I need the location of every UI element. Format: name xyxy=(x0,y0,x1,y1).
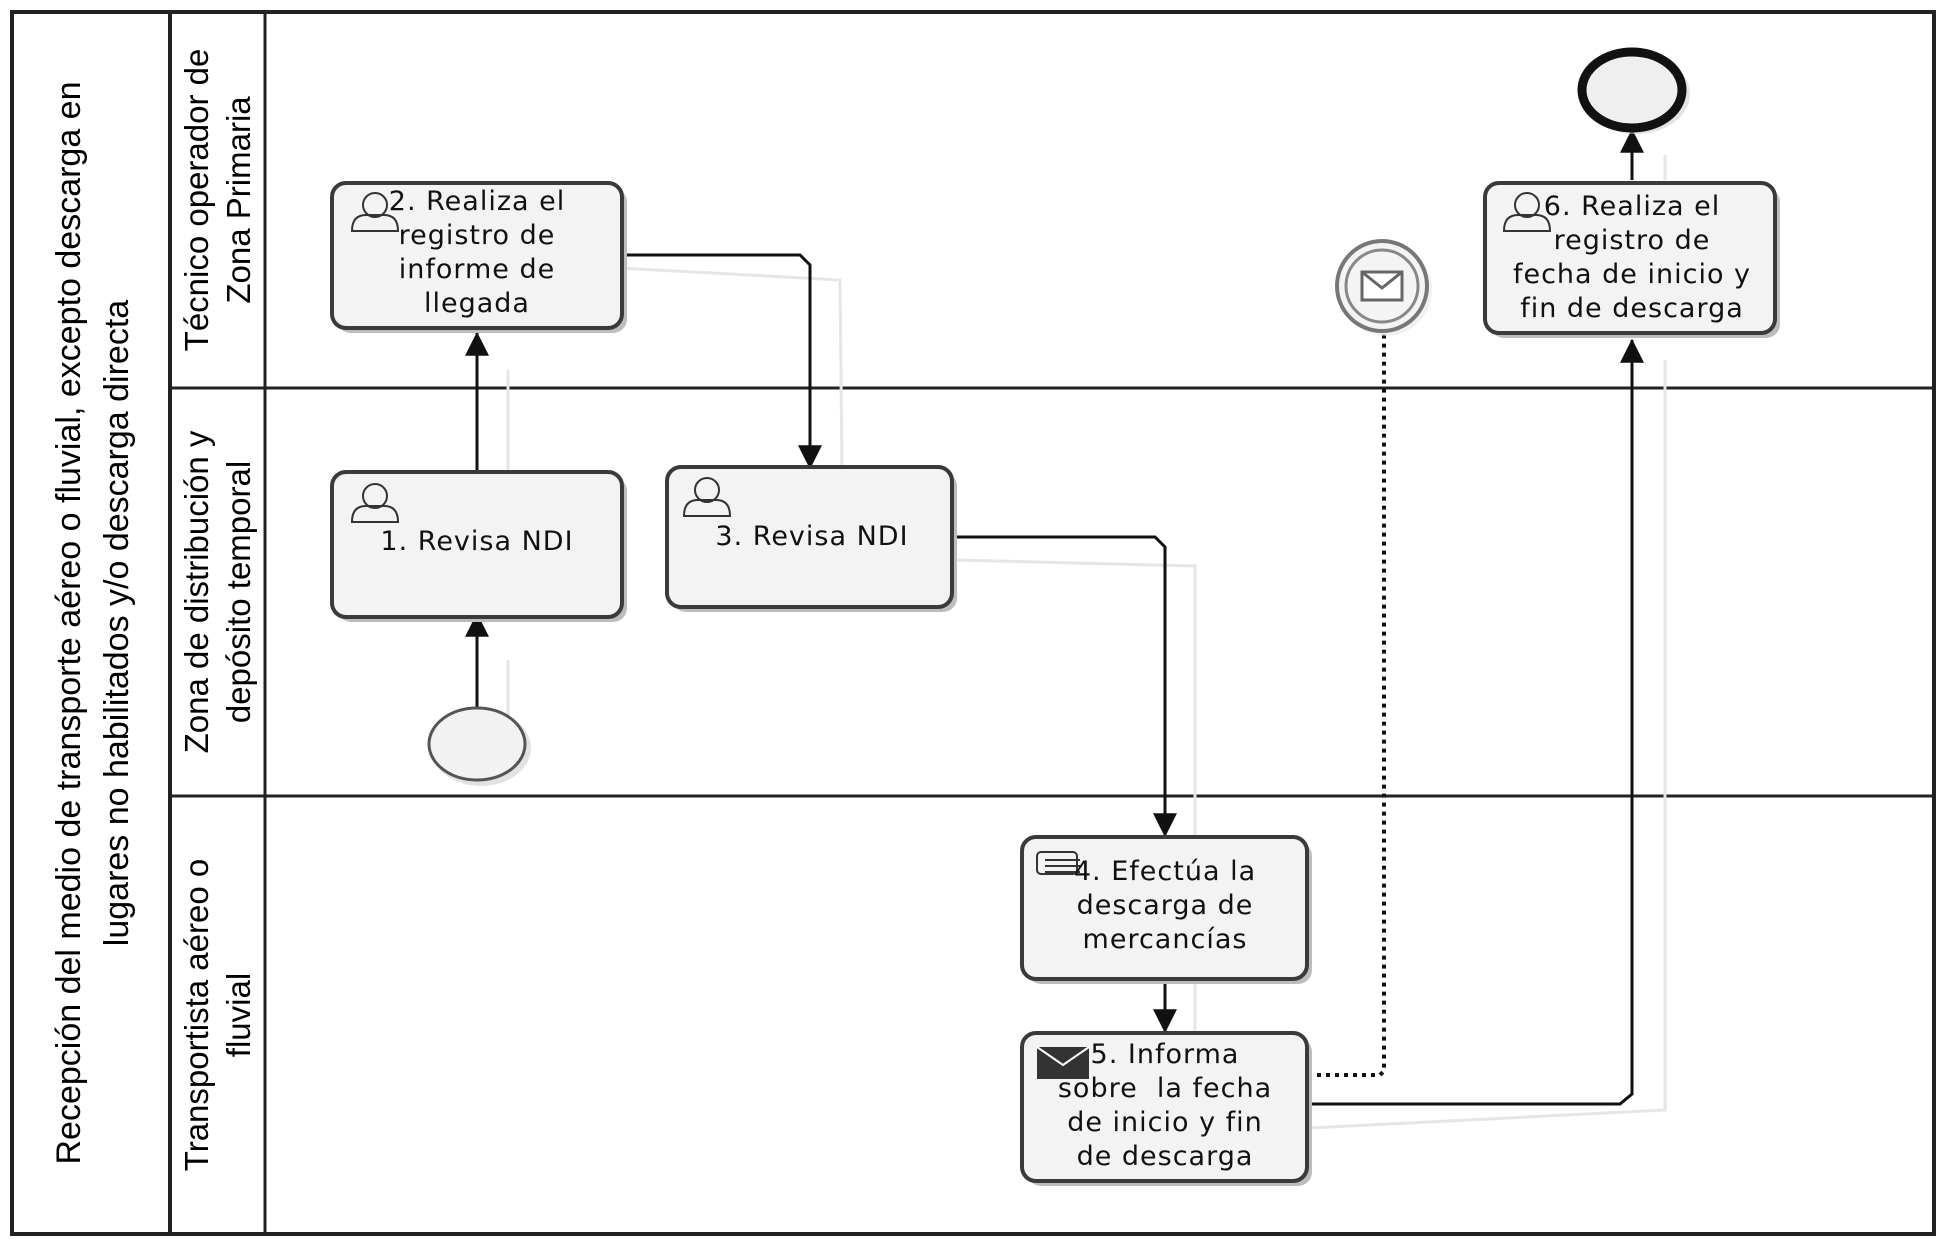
message-flow-t5-to-message-event xyxy=(1308,322,1386,1077)
task-4-label-line-1: 4. Efectúa la xyxy=(1074,856,1256,887)
envelope-icon xyxy=(1360,270,1404,302)
lane-title-tecnico: Técnico operador de Zona Primaria xyxy=(178,49,257,352)
task-2-label-line-4: llegada xyxy=(424,288,530,319)
sequence-flows xyxy=(465,128,1644,1106)
lane-title-zona-line-2: depósito temporal xyxy=(220,461,257,723)
task-6-label-line-1: 6. Realiza el xyxy=(1544,191,1720,222)
task-2-label-line-2: registro de xyxy=(399,220,556,251)
task-4-efectua-descarga[interactable]: 4. Efectúa la descarga de mercancías xyxy=(1020,835,1312,984)
task-1-label: 1. Revisa NDI xyxy=(380,526,573,557)
user-icon xyxy=(682,477,732,517)
flow-t3-to-t4 xyxy=(952,535,1177,838)
lane-title-transportista: Transportista aéreo o fluvial xyxy=(178,859,257,1171)
pool-title-line-1: Recepción del medio de transporte aéreo … xyxy=(50,81,88,1164)
task-6-label-line-2: registro de xyxy=(1554,225,1711,256)
task-5-label-line-3: de inicio y fin xyxy=(1067,1107,1263,1138)
task-6-label-line-3: fecha de inicio y xyxy=(1513,259,1751,290)
task-2-realiza-registro-informe[interactable]: 2. Realiza el registro de informe de lle… xyxy=(330,181,627,333)
manual-task-icon xyxy=(1036,851,1082,875)
task-3-revisa-ndi[interactable]: 3. Revisa NDI xyxy=(665,465,957,612)
send-message-icon xyxy=(1036,1046,1090,1079)
lane-title-tecnico-line-1: Técnico operador de xyxy=(178,49,215,352)
lane-title-transportista-line-2: fluvial xyxy=(220,973,257,1057)
lane-title-zona-line-1: Zona de distribución y xyxy=(178,430,215,753)
flow-t5-to-t6 xyxy=(1308,338,1644,1106)
ghost-connectors xyxy=(506,155,1667,1130)
task-3-label: 3. Revisa NDI xyxy=(715,521,908,552)
user-icon xyxy=(1502,192,1552,232)
task-5-label-line-2: sobre la fecha xyxy=(1058,1073,1272,1104)
task-6-label-line-4: fin de descarga xyxy=(1520,293,1744,324)
end-event[interactable] xyxy=(1577,47,1690,134)
lane-title-tecnico-line-2: Zona Primaria xyxy=(220,96,257,304)
pool-title: Recepción del medio de transporte aéreo … xyxy=(50,81,136,1164)
start-event[interactable] xyxy=(427,706,531,786)
lane-title-zona: Zona de distribución y depósito temporal xyxy=(178,430,257,753)
task-5-label-line-4: de descarga xyxy=(1077,1141,1254,1172)
task-2-label-line-3: informe de xyxy=(399,254,556,285)
flow-t2-to-t3 xyxy=(620,253,822,470)
task-4-label-line-3: mercancías xyxy=(1083,924,1248,955)
lane-title-transportista-line-1: Transportista aéreo o xyxy=(178,859,215,1171)
task-6-realiza-registro-fecha[interactable]: 6. Realiza el registro de fecha de inici… xyxy=(1483,181,1780,338)
user-icon xyxy=(350,192,400,232)
user-icon xyxy=(350,483,400,523)
task-4-label-line-2: descarga de xyxy=(1077,890,1254,921)
task-2-label-line-1: 2. Realiza el xyxy=(389,186,565,217)
intermediate-message-event[interactable] xyxy=(1335,239,1432,336)
task-1-revisa-ndi[interactable]: 1. Revisa NDI xyxy=(330,470,627,622)
pool-title-line-2: lugares no habilitados y/o descarga dire… xyxy=(98,300,136,946)
task-5-informa-fecha[interactable]: 5. Informa sobre la fecha de inicio y fi… xyxy=(1020,1031,1312,1186)
task-5-label-line-1: 5. Informa xyxy=(1091,1039,1240,1070)
